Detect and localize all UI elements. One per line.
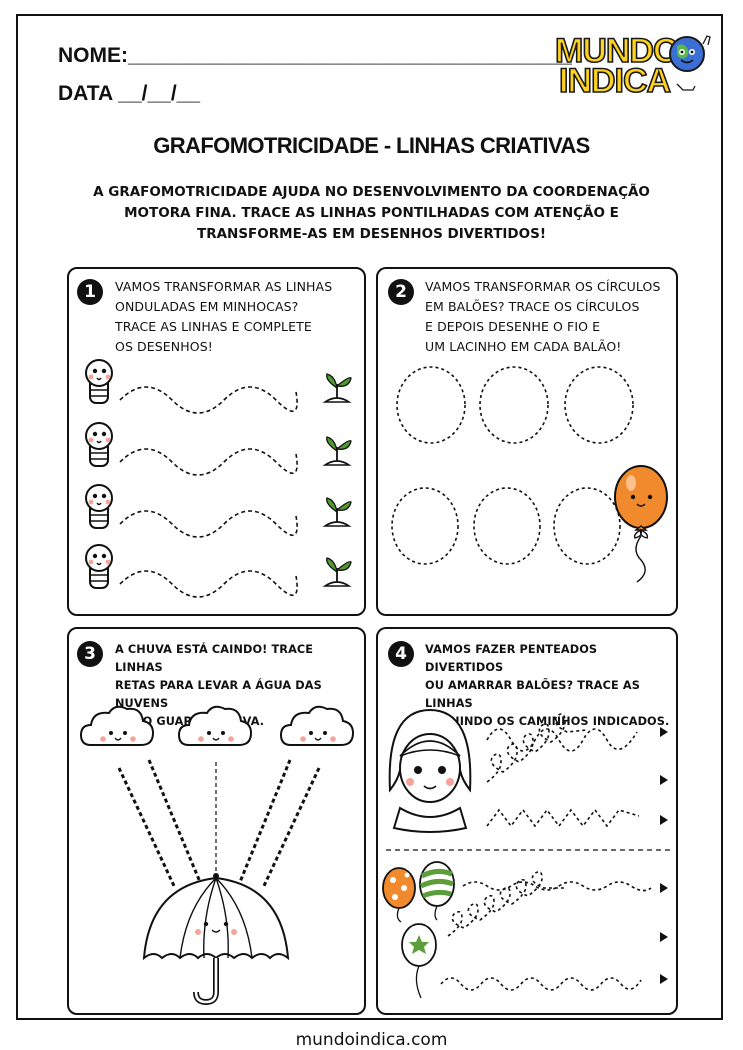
instruction-line: UM LACINHO EM CADA BALÃO! (425, 339, 622, 354)
instruction-line: VAMOS TRANSFORMAR OS CÍRCULOS (425, 279, 661, 294)
activity-instructions: VAMOS FAZER PENTEADOS DIVERTIDOS OU AMAR… (425, 641, 676, 731)
intro-text: A GRAFOMOTRICIDADE AJUDA NO DESENVOLVIME… (90, 182, 653, 245)
instruction-line: TRACE AS LINHAS E COMPLETE (115, 319, 312, 334)
date-field-label: DATA __/__/__ (58, 82, 201, 105)
intro-line: MOTORA FINA. TRACE AS LINHAS PONTILHADAS… (124, 205, 619, 221)
worm-row (85, 544, 352, 598)
mundo-indica-logo: MUNDO INDICA (554, 31, 715, 102)
instruction-line: ONDULADAS EM MINHOCAS? (115, 299, 299, 314)
instruction-line: VAMOS FAZER PENTEADOS DIVERTIDOS (425, 643, 598, 674)
worm-row (85, 359, 352, 414)
orange-balloon-icon (614, 465, 668, 583)
logo-text-line1: MUNDO (554, 31, 680, 71)
instruction-line: E DEPOIS DESENHE O FIO E (425, 319, 601, 334)
intro-line: A GRAFOMOTRICIDADE AJUDA NO DESENVOLVIME… (93, 184, 650, 200)
worksheet-title: GRAFOMOTRICIDADE - LINHAS CRIATIVAS (153, 133, 590, 158)
activity-number-badge: 1 (77, 279, 103, 305)
rain-lines (117, 759, 321, 889)
page-border (16, 14, 723, 1020)
logo-text-line2: INDICA (558, 61, 672, 101)
activity-instructions: VAMOS TRANSFORMAR OS CÍRCULOS EM BALÕES?… (425, 277, 661, 357)
cloud-icon (280, 705, 354, 746)
worm-row (85, 422, 352, 476)
footer-url: mundoindica.com (295, 1030, 448, 1050)
instruction-line: RETAS PARA LEVAR A ÁGUA DAS NUVENS (115, 679, 322, 710)
arrow-heads (660, 727, 668, 984)
cloud-icon (178, 705, 252, 746)
instruction-line: OU AMARRAR BALÕES? TRACE AS LINHAS (425, 679, 640, 710)
polka-dot-balloon-icon (382, 867, 416, 923)
instruction-line: VAMOS TRANSFORMAR AS LINHAS (115, 279, 333, 294)
striped-balloon-icon (419, 861, 455, 921)
intro-line: TRANSFORME-AS EM DESENHOS DIVERTIDOS! (196, 226, 546, 242)
instruction-line: EM BALÕES? TRACE OS CÍRCULOS (425, 299, 640, 314)
globe-mascot-icon (669, 35, 711, 91)
umbrella-icon (142, 873, 290, 1006)
activity-number-badge: 2 (388, 279, 414, 305)
hair-trace-lines (486, 713, 640, 828)
activity-number-badge: 3 (77, 641, 103, 667)
activity-panel-2: 2 VAMOS TRANSFORMAR OS CÍRCULOS EM BALÕE… (376, 267, 678, 616)
star-balloon-icon (401, 923, 437, 999)
girl-face-icon (388, 708, 472, 833)
activity-instructions: VAMOS TRANSFORMAR AS LINHAS ONDULADAS EM… (115, 277, 332, 357)
instruction-line: OS DESENHOS! (115, 339, 213, 354)
name-field-label: NOME:___________________________________… (58, 44, 572, 67)
dotted-circles (391, 366, 634, 565)
instruction-line: A CHUVA ESTÁ CAINDO! TRACE LINHAS (115, 643, 314, 674)
cloud-icon (80, 705, 154, 746)
balloon-string-trace-lines (440, 870, 652, 991)
worm-row (85, 484, 352, 538)
activity-panel-1: 1 VAMOS TRANSFORMAR AS LINHAS ONDULADAS … (67, 267, 366, 616)
activity-number-badge: 4 (388, 641, 414, 667)
instruction-line: SEGUINDO OS CAMINHOS INDICADOS. (425, 715, 670, 728)
